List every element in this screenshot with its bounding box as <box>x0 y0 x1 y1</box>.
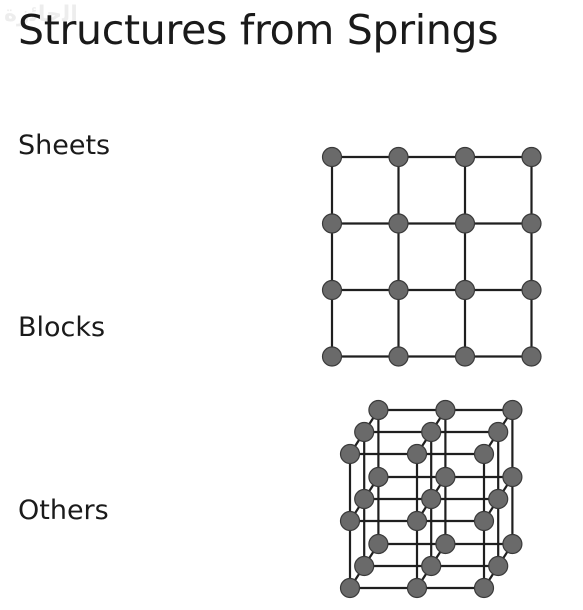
mass-node <box>339 577 361 599</box>
mass-node <box>454 346 476 367</box>
mass-node <box>488 555 509 577</box>
mass-node <box>406 510 428 532</box>
mass-node <box>454 146 476 168</box>
mass-node <box>406 443 428 465</box>
mass-node <box>368 466 389 488</box>
mass-node <box>339 443 361 465</box>
mass-node <box>473 577 495 599</box>
mass-node <box>521 346 542 367</box>
mass-node <box>354 421 375 443</box>
mass-node <box>421 488 442 510</box>
mass-node <box>406 577 428 599</box>
watermark: ﺍﻟﺟﺎﺋﺯﺓ <box>4 2 78 27</box>
mass-node <box>421 555 442 577</box>
mass-node <box>521 279 542 301</box>
mass-node <box>388 213 409 234</box>
mass-node <box>388 279 409 301</box>
mass-node <box>321 279 343 301</box>
mass-node <box>354 555 375 577</box>
mass-node <box>521 213 542 234</box>
slide-title: Structures from Springs <box>18 6 499 54</box>
mass-node <box>354 488 375 510</box>
mass-node <box>435 533 456 555</box>
mass-node <box>321 146 343 168</box>
label-sheets: Sheets <box>18 130 111 161</box>
spring-cube-lattice <box>339 399 523 599</box>
mass-node <box>321 346 343 367</box>
spring-sheet-grid <box>321 146 542 367</box>
label-blocks: Blocks <box>18 312 106 343</box>
mass-node <box>321 213 343 234</box>
mass-node <box>454 213 476 234</box>
mass-node <box>435 399 456 421</box>
mass-node <box>488 488 509 510</box>
mass-node <box>368 399 389 421</box>
mass-node <box>502 466 523 488</box>
mass-node <box>454 279 476 301</box>
mass-node <box>488 421 509 443</box>
label-others: Others <box>18 495 109 526</box>
mass-node <box>521 146 542 168</box>
mass-node <box>502 399 523 421</box>
mass-node <box>473 443 495 465</box>
mass-node <box>388 346 409 367</box>
mass-node <box>388 146 409 168</box>
mass-node <box>339 510 361 532</box>
mass-node <box>435 466 456 488</box>
mass-node <box>421 421 442 443</box>
mass-node <box>502 533 523 555</box>
mass-node <box>368 533 389 555</box>
mass-node <box>473 510 495 532</box>
